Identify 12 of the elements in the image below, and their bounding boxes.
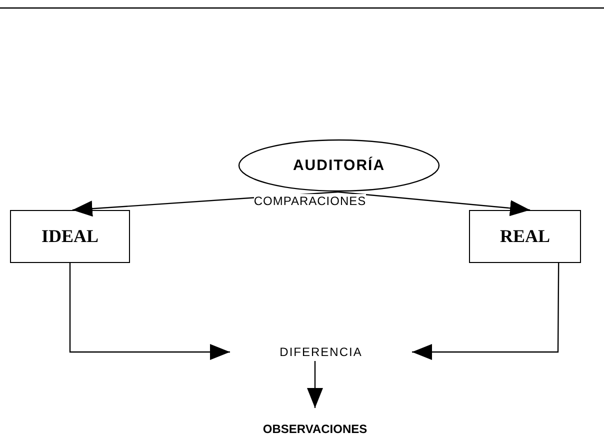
node-title: IDEAL (41, 226, 98, 247)
arrow (338, 191, 530, 216)
process-box (10, 210, 130, 263)
arrow (412, 263, 560, 360)
annotation-text: COMPARACIONES (254, 194, 366, 208)
node-label: OBSERVACIONES (262, 422, 368, 436)
node-title: AUDITORÍA (292, 157, 386, 174)
node-label: DIFERENCIA (280, 345, 362, 359)
arrow (307, 361, 323, 408)
process-box (469, 210, 581, 263)
arrow (69, 263, 230, 360)
node-title: REAL (500, 226, 550, 247)
